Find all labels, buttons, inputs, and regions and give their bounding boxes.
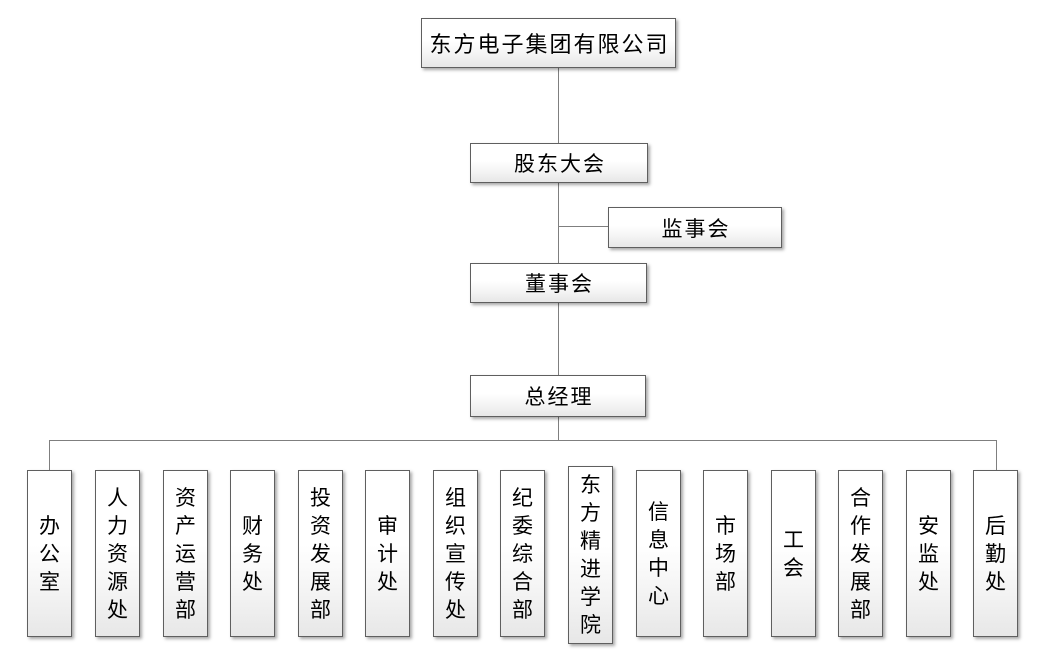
dept-box-logistics-label: 后勤处 <box>985 513 1006 594</box>
connector-gm-to-rail <box>558 417 559 441</box>
dept-box-asset-operations: 资产运营部 <box>163 470 208 637</box>
dept-box-logistics: 后勤处 <box>973 470 1018 637</box>
dept-box-organization-publicity: 组织宣传处 <box>433 470 478 637</box>
org-box-general-manager: 总经理 <box>470 375 646 417</box>
dept-box-safety-supervision-label: 安监处 <box>918 513 939 594</box>
dept-box-jingjin-academy: 东方精进学院 <box>568 466 613 644</box>
org-box-shareholders-meeting-label: 股东大会 <box>514 152 606 176</box>
dept-box-audit-label: 审计处 <box>377 513 398 594</box>
connector-departments-rail <box>49 440 996 441</box>
dept-box-organization-publicity-label: 组织宣传处 <box>445 485 466 622</box>
dept-box-cooperation-development: 合作发展部 <box>838 470 883 637</box>
dept-box-information-center: 信息中心 <box>636 470 681 637</box>
dept-box-labor-union: 工会 <box>771 470 816 637</box>
dept-box-labor-union-label: 工会 <box>783 527 804 580</box>
dept-box-marketing: 市场部 <box>703 470 748 637</box>
dept-box-discipline-committee: 纪委综合部 <box>500 470 545 637</box>
org-box-board-of-directors: 董事会 <box>470 263 647 303</box>
dept-box-office-label: 办公室 <box>39 513 60 594</box>
dept-box-human-resources: 人力资源处 <box>95 470 140 637</box>
dept-box-jingjin-academy-label: 东方精进学院 <box>580 473 601 637</box>
dept-box-discipline-committee-label: 纪委综合部 <box>512 485 533 622</box>
org-box-shareholders-meeting: 股东大会 <box>470 143 648 183</box>
org-box-board-of-directors-label: 董事会 <box>525 272 594 296</box>
connector-root-to-shareholders <box>558 68 559 143</box>
org-box-supervisory-board: 监事会 <box>608 207 782 248</box>
dept-box-asset-operations-label: 资产运营部 <box>175 485 196 622</box>
org-box-general-manager-label: 总经理 <box>524 385 594 409</box>
org-box-company: 东方电子集团有限公司 <box>421 18 676 68</box>
connector-board-to-gm <box>558 303 559 375</box>
dept-box-human-resources-label: 人力资源处 <box>107 485 128 622</box>
dept-box-finance-label: 财务处 <box>242 513 263 594</box>
dept-box-investment-development: 投资发展部 <box>298 470 343 637</box>
connector-shareholders-to-board <box>558 183 559 263</box>
dept-box-audit: 审计处 <box>365 470 410 637</box>
dept-box-cooperation-development-label: 合作发展部 <box>850 485 871 622</box>
connector-rail-drop-left <box>49 440 50 470</box>
dept-box-information-center-label: 信息中心 <box>648 499 669 608</box>
connector-branch-supervisory <box>558 226 608 227</box>
dept-box-office: 办公室 <box>27 470 72 637</box>
dept-box-investment-development-label: 投资发展部 <box>310 485 331 622</box>
dept-box-marketing-label: 市场部 <box>715 513 736 594</box>
dept-box-safety-supervision: 安监处 <box>906 470 951 637</box>
org-box-company-label: 东方电子集团有限公司 <box>429 32 670 57</box>
dept-box-finance: 财务处 <box>230 470 275 637</box>
org-box-supervisory-board-label: 监事会 <box>661 216 731 241</box>
connector-rail-drop-right <box>996 440 997 470</box>
